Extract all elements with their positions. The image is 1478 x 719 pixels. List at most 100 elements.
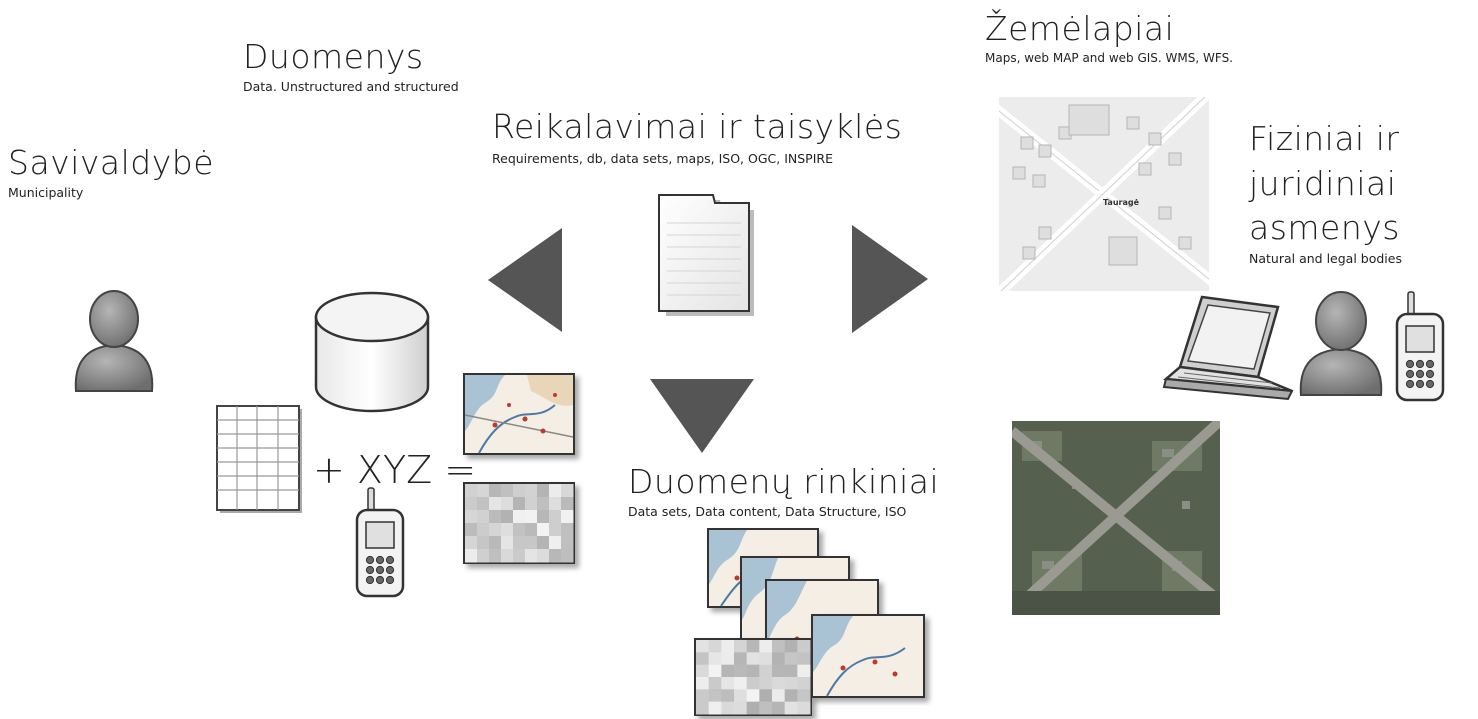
raster-cell	[772, 701, 786, 715]
raster-cell	[513, 523, 526, 537]
arrow-left-icon	[488, 228, 562, 332]
raster-cell	[759, 689, 773, 703]
raster-cell	[525, 497, 538, 511]
raster-cell	[561, 510, 574, 524]
raster-cell	[746, 677, 760, 690]
raster-cell	[465, 497, 478, 511]
raster-cell	[784, 640, 798, 653]
raster-cell	[784, 689, 798, 703]
raster-cell	[477, 484, 490, 498]
arrow-right-icon	[852, 225, 928, 333]
raster-cell	[772, 664, 786, 678]
raster-cell	[797, 689, 811, 703]
aerial-photo-image	[1012, 421, 1220, 615]
raster-cell	[784, 652, 798, 666]
raster-grid-icon	[463, 482, 575, 564]
bodies-title-line2: juridiniai	[1249, 163, 1397, 203]
raster-cell	[721, 640, 735, 653]
raster-cell	[708, 664, 722, 678]
municipality-label-group: Savivaldybė Municipality	[8, 143, 215, 200]
bodies-label-group: Fiziniai ir juridiniai asmenys Natural a…	[1249, 117, 1402, 266]
vector-map-icon	[463, 373, 575, 455]
municipality-title: Savivaldybė	[8, 143, 215, 182]
maps-title: Žemėlapiai	[985, 9, 1175, 48]
raster-cell	[734, 640, 748, 653]
raster-cell	[772, 689, 786, 703]
raster-cell	[537, 523, 550, 537]
raster-cell	[734, 689, 748, 703]
arrow-down-icon	[650, 379, 754, 453]
raster-cell	[477, 549, 490, 563]
raster-cell	[465, 510, 478, 524]
raster-cell	[501, 497, 514, 511]
raster-cell	[696, 664, 710, 678]
mobile-phone-icon	[355, 487, 405, 598]
raster-cell	[525, 523, 538, 537]
raster-cell	[759, 652, 773, 666]
raster-cell	[784, 701, 798, 715]
raster-cell	[797, 677, 811, 690]
raster-cell	[721, 664, 735, 678]
datasets-title: Duomenų rinkiniai	[628, 462, 940, 501]
raster-cell	[561, 484, 574, 498]
raster-cell	[721, 689, 735, 703]
raster-cell	[734, 701, 748, 715]
raster-cell	[465, 523, 478, 537]
raster-cell	[489, 549, 502, 563]
raster-cell	[746, 689, 760, 703]
raster-cell	[708, 652, 722, 666]
raster-cell	[759, 640, 773, 653]
xyz-equation: + XYZ =	[313, 448, 477, 492]
raster-cell	[489, 497, 502, 511]
raster-cell	[696, 701, 710, 715]
raster-cell	[501, 549, 514, 563]
person-icon-right	[1299, 291, 1383, 396]
raster-cell	[696, 640, 710, 653]
raster-cell	[465, 549, 478, 563]
raster-cell	[721, 701, 735, 715]
raster-cell	[549, 497, 562, 511]
raster-cell	[513, 484, 526, 498]
bodies-subtitle: Natural and legal bodies	[1249, 250, 1402, 266]
raster-cell	[525, 536, 538, 550]
laptop-icon	[1162, 295, 1294, 401]
requirements-label-group: Reikalavimai ir taisyklės Requirements, …	[492, 109, 902, 165]
person-icon	[74, 290, 154, 392]
raster-cell	[708, 689, 722, 703]
raster-cell	[746, 664, 760, 678]
raster-cell	[477, 536, 490, 550]
document-icon	[658, 194, 754, 316]
raster-cell	[561, 523, 574, 537]
raster-cell	[513, 497, 526, 511]
raster-cell	[501, 484, 514, 498]
raster-cell	[772, 677, 786, 690]
raster-cell	[561, 549, 574, 563]
municipality-subtitle: Municipality	[8, 184, 84, 200]
raster-cell	[477, 523, 490, 537]
raster-cell	[489, 536, 502, 550]
dataset-raster	[694, 638, 812, 716]
raster-cell	[513, 536, 526, 550]
data-title: Duomenys	[243, 37, 424, 76]
database-icon	[314, 291, 430, 413]
raster-cell	[549, 549, 562, 563]
raster-cell	[696, 652, 710, 666]
data-label-group: Duomenys Data. Unstructured and structur…	[243, 37, 459, 93]
raster-cell	[759, 664, 773, 678]
raster-cell	[734, 652, 748, 666]
raster-cell	[797, 664, 811, 678]
raster-cell	[696, 677, 710, 690]
raster-cell	[721, 677, 735, 690]
raster-cell	[537, 484, 550, 498]
maps-label-group: Žemėlapiai Maps, web MAP and web GIS. WM…	[985, 9, 1234, 65]
raster-cell	[501, 536, 514, 550]
raster-cell	[501, 510, 514, 524]
raster-cell	[537, 549, 550, 563]
maps-subtitle: Maps, web MAP and web GIS. WMS, WFS.	[985, 50, 1234, 65]
raster-cell	[549, 536, 562, 550]
datasets-subtitle: Data sets, Data content, Data Structure,…	[628, 503, 907, 519]
raster-cell	[784, 677, 798, 690]
raster-cell	[797, 652, 811, 666]
raster-cell	[561, 536, 574, 550]
